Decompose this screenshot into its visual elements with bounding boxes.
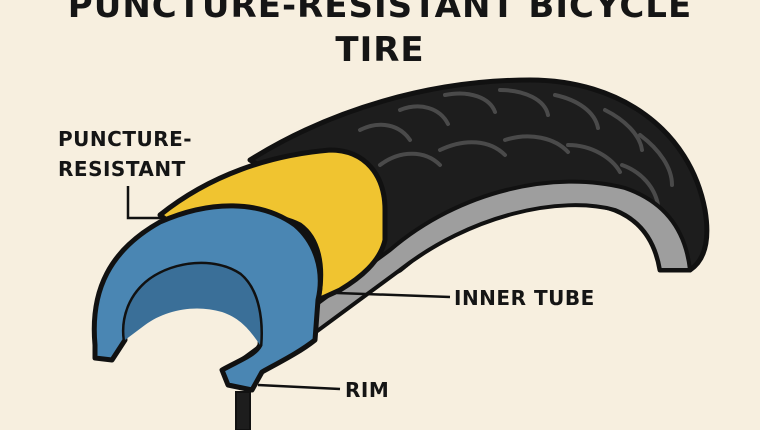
valve-stem [236,392,250,430]
label-puncture-resistant-line2: RESISTANT [58,156,186,182]
rim-leader-line [258,385,340,389]
label-rim: RIM [345,377,389,403]
label-inner-tube: INNER TUBE [454,285,595,311]
label-puncture-resistant-line1: PUNCTURE- [58,126,192,152]
